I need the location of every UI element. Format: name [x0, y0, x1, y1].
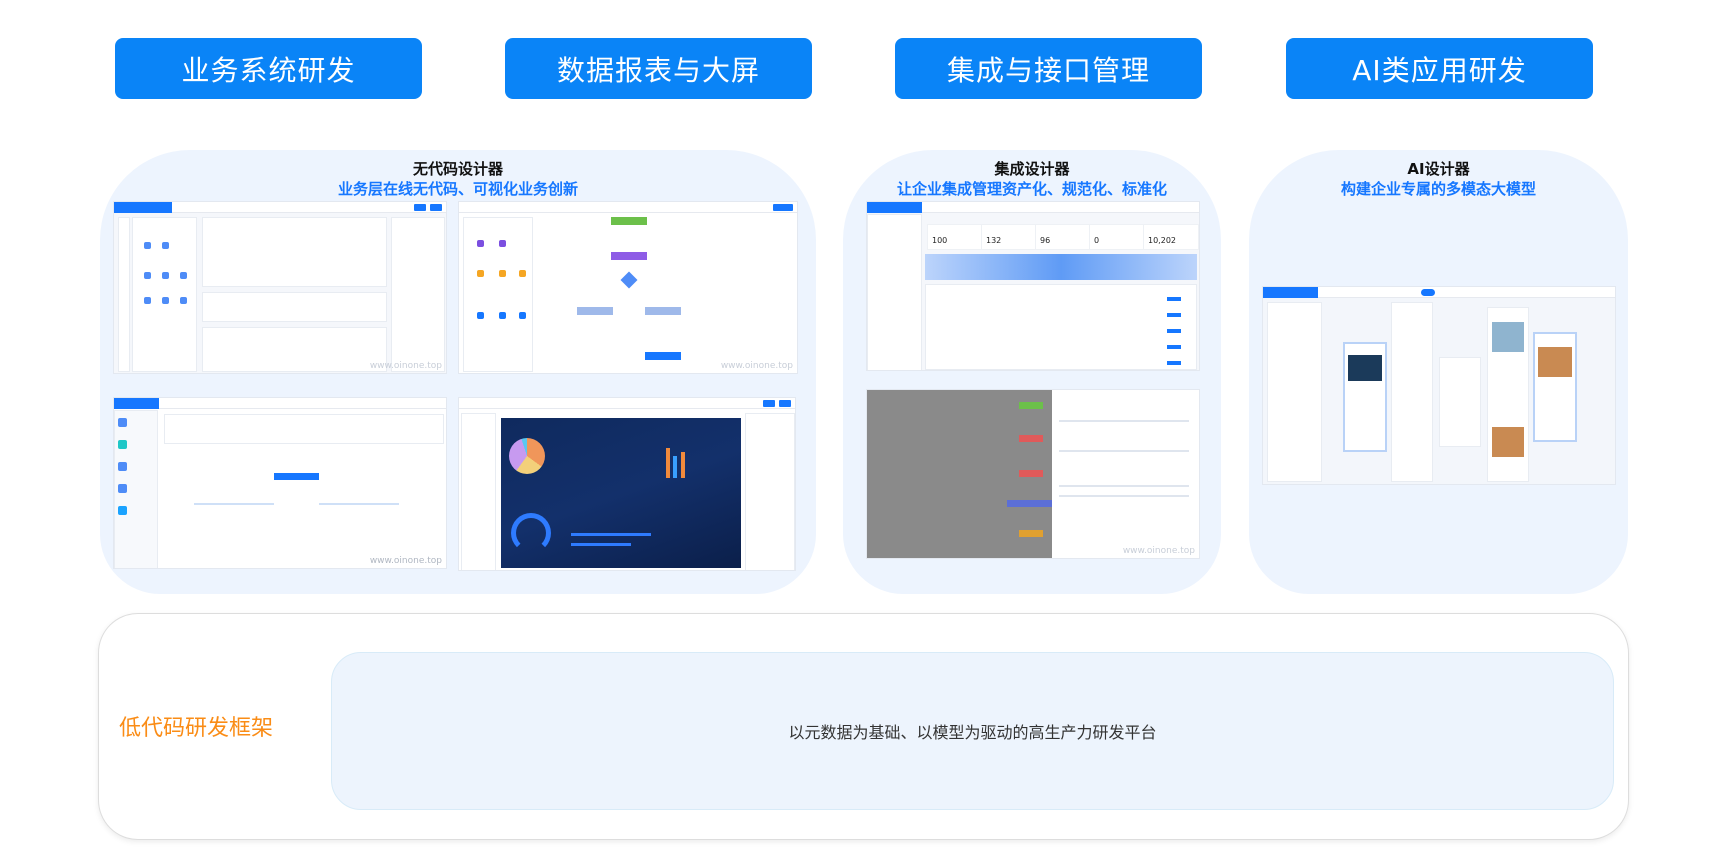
stat-value: 100	[927, 224, 984, 250]
watermark: www.oinone.top	[369, 361, 442, 371]
integration-flow-screenshot: www.oinone.top	[866, 389, 1200, 559]
panel-title: AI设计器	[1407, 160, 1470, 178]
watermark: www.oinone.top	[720, 361, 793, 371]
category-ai-app[interactable]: AI类应用研发	[1286, 38, 1593, 99]
panel-subtitle: 让企业集成管理资产化、规范化、标准化	[896, 180, 1167, 198]
stat-value: 132	[981, 224, 1038, 250]
panel-title: 集成设计器	[994, 160, 1070, 178]
workflow-designer-screenshot: www.oinone.top	[458, 201, 798, 374]
stat-value: 96	[1035, 224, 1092, 250]
integration-overview-screenshot: 100 132 96 0 10,202	[866, 201, 1200, 371]
stat-value: 0	[1089, 224, 1146, 250]
nocode-designer-panel: 无代码设计器 业务层在线无代码、可视化业务创新 www.oinone.top w…	[100, 150, 816, 594]
framework-description-box: 以元数据为基础、以模型为驱动的高生产力研发平台	[331, 652, 1614, 810]
lowcode-framework-box: 低代码研发框架 以元数据为基础、以模型为驱动的高生产力研发平台	[98, 613, 1629, 840]
ai-flow-screenshot	[1262, 286, 1616, 485]
framework-label: 低代码研发框架	[119, 716, 274, 741]
category-data-report[interactable]: 数据报表与大屏	[505, 38, 812, 99]
dashboard-designer-screenshot	[458, 397, 796, 571]
form-designer-screenshot: www.oinone.top	[113, 201, 447, 374]
category-business-system[interactable]: 业务系统研发	[115, 38, 422, 99]
stat-value: 10,202	[1143, 224, 1199, 250]
watermark: www.oinone.top	[369, 556, 442, 566]
category-integration[interactable]: 集成与接口管理	[895, 38, 1202, 99]
panel-title: 无代码设计器	[412, 160, 503, 178]
model-designer-screenshot: www.oinone.top	[113, 397, 447, 569]
watermark: www.oinone.top	[1122, 546, 1195, 556]
panel-subtitle: 构建企业专属的多模态大模型	[1340, 180, 1536, 198]
framework-description: 以元数据为基础、以模型为驱动的高生产力研发平台	[788, 723, 1157, 742]
panel-subtitle: 业务层在线无代码、可视化业务创新	[337, 180, 578, 198]
integration-designer-panel: 集成设计器 让企业集成管理资产化、规范化、标准化 100 132 96 0 10…	[843, 150, 1221, 594]
ai-designer-panel: AI设计器 构建企业专属的多模态大模型	[1249, 150, 1628, 594]
